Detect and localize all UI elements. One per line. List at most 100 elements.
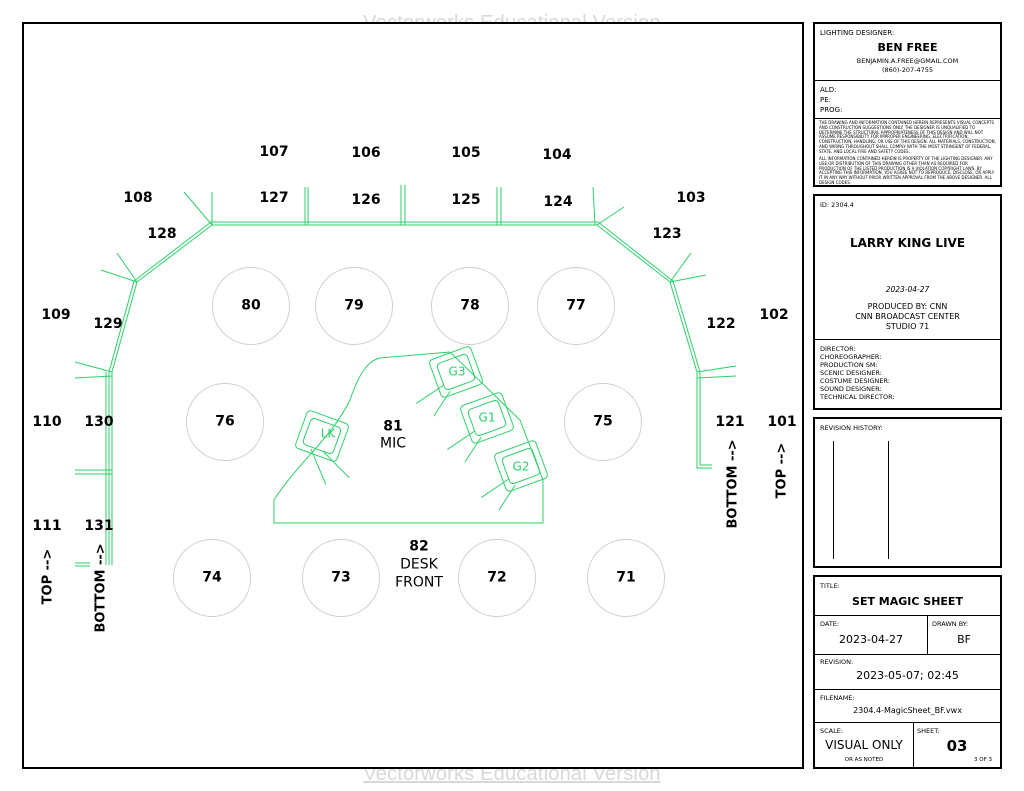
- area-label: 75: [593, 413, 613, 430]
- area-circle: [431, 267, 509, 345]
- revision-value: 2023-05-07; 02:45: [856, 669, 959, 682]
- right-top-label: TOP -->: [774, 442, 790, 499]
- pe-label: PE:: [820, 96, 832, 104]
- area-circle: [537, 267, 615, 345]
- sheet-of: 3 OF 3: [974, 757, 992, 763]
- area-circle: [587, 539, 665, 617]
- position-number: 125: [451, 192, 481, 208]
- position-number: 107: [259, 144, 289, 160]
- mic-label: MIC: [380, 435, 406, 452]
- prog-label: PROG:: [820, 106, 843, 114]
- drawing-title: SET MAGIC SHEET: [852, 595, 963, 608]
- area-circle: [315, 267, 393, 345]
- position-number: 108: [123, 190, 153, 206]
- chair-label-g1: G1: [478, 410, 496, 425]
- left-bottom-label: BOTTOM -->: [93, 543, 109, 633]
- area-circle: [302, 539, 380, 617]
- area-label: 77: [566, 297, 586, 314]
- desk-label: DESK: [400, 556, 438, 573]
- mic-number: 81: [383, 418, 403, 435]
- revision-label: REVISION:: [820, 658, 854, 666]
- desk-label-front: FRONT: [395, 574, 443, 591]
- position-number: 122: [706, 316, 736, 332]
- chair-label-g3: G3: [448, 364, 466, 379]
- area-label: 80: [241, 297, 261, 314]
- revision-divider: [833, 441, 834, 559]
- crew-list: DIRECTOR: CHOREOGRAPHER: PRODUCTION SM: …: [820, 345, 895, 401]
- crew-production-sm: PRODUCTION SM:: [820, 361, 878, 369]
- position-number: 103: [676, 190, 706, 206]
- venue: CNN BROADCAST CENTER: [855, 312, 960, 321]
- date-value: 2023-04-27: [839, 633, 903, 646]
- area-label: 73: [331, 569, 351, 586]
- desk-number: 82: [409, 538, 429, 555]
- area-label: 71: [616, 569, 636, 586]
- position-number: 128: [147, 226, 177, 242]
- date-label: DATE:: [820, 620, 840, 628]
- filename-label: FILENAME:: [820, 694, 855, 702]
- produced-by: PRODUCED BY: CNN: [867, 302, 948, 311]
- chair-label-g2: G2: [512, 459, 530, 474]
- area-label: 74: [202, 569, 222, 586]
- show-id: ID: 2304.4: [820, 201, 854, 209]
- area-label: 78: [460, 297, 480, 314]
- right-bottom-label: BOTTOM -->: [725, 439, 741, 529]
- sheet-label: SHEET:: [917, 727, 940, 735]
- area-circle: [564, 383, 642, 461]
- area-label: 79: [344, 297, 364, 314]
- area-circle: [212, 267, 290, 345]
- drawn-by-value: BF: [957, 633, 971, 646]
- scale-label: SCALE:: [820, 727, 844, 735]
- show-title: LARRY KING LIVE: [849, 236, 966, 250]
- position-number: 110: [32, 414, 62, 430]
- designer-email: BENJAMIN.A.FREE@GMAIL.COM: [856, 57, 959, 65]
- crew-sound-designer: SOUND DESIGNER:: [820, 385, 882, 393]
- show-box: ID: 2304.4 LARRY KING LIVE 2023-04-27 PR…: [813, 194, 1002, 410]
- studio: STUDIO 71: [885, 322, 930, 331]
- position-number: 121: [715, 414, 745, 430]
- designer-phone: (860)-207-4755: [881, 66, 934, 74]
- designer-label: LIGHTING DESIGNER:: [820, 29, 895, 37]
- crew-scenic-designer: SCENIC DESIGNER:: [820, 369, 882, 377]
- drawn-by-label: DRAWN BY:: [932, 620, 969, 628]
- area-circle: [458, 539, 536, 617]
- title-box: TITLE: SET MAGIC SHEET DATE: 2023-04-27 …: [813, 575, 1002, 769]
- scale-note: OR AS NOTED: [844, 757, 884, 763]
- area-circle: [186, 383, 264, 461]
- position-number: 109: [41, 307, 71, 323]
- designer-name: BEN FREE: [877, 41, 938, 54]
- filename-value: 2304.4-MagicSheet_BF.vwx: [853, 706, 962, 715]
- scale-value: VISUAL ONLY: [825, 738, 903, 752]
- designer-box: LIGHTING DESIGNER: BEN FREE BENJAMIN.A.F…: [813, 22, 1002, 187]
- crew-technical-director: TECHNICAL DIRECTOR:: [820, 393, 895, 401]
- crew-choreographer: CHOREOGRAPHER:: [820, 353, 882, 361]
- revision-history-box: REVISION HISTORY:: [813, 417, 1002, 568]
- position-number: 102: [759, 307, 789, 323]
- sheet-number: 03: [946, 737, 968, 755]
- position-number: 130: [84, 414, 114, 430]
- position-number: 124: [543, 194, 573, 210]
- position-number: 126: [351, 192, 381, 208]
- ald-label: ALD:: [820, 86, 837, 94]
- position-number: 105: [451, 145, 481, 161]
- area-label: 76: [215, 413, 235, 430]
- position-number: 123: [652, 226, 682, 242]
- revision-divider: [888, 441, 889, 559]
- revision-history-label: REVISION HISTORY:: [820, 424, 883, 432]
- position-number: 101: [767, 414, 797, 430]
- area-circle: [173, 539, 251, 617]
- title-label: TITLE:: [820, 582, 840, 590]
- copyright-text: ALL INFORMATION CONTAINED HEREIN IS PROP…: [819, 156, 995, 185]
- plot-frame: [22, 22, 804, 769]
- position-number: 111: [32, 518, 62, 534]
- position-number: 129: [93, 316, 123, 332]
- chair-label-lk: LK: [320, 426, 336, 441]
- position-number: 131: [84, 518, 114, 534]
- show-date: 2023-04-27: [885, 285, 930, 294]
- position-number: 106: [351, 145, 381, 161]
- disclaimer-text: THE DRAWING AND INFORMATION CONTAINED HE…: [819, 120, 996, 154]
- area-label: 72: [487, 569, 507, 586]
- crew-costume-designer: COSTUME DESIGNER:: [820, 377, 890, 385]
- left-top-label: TOP -->: [40, 548, 56, 605]
